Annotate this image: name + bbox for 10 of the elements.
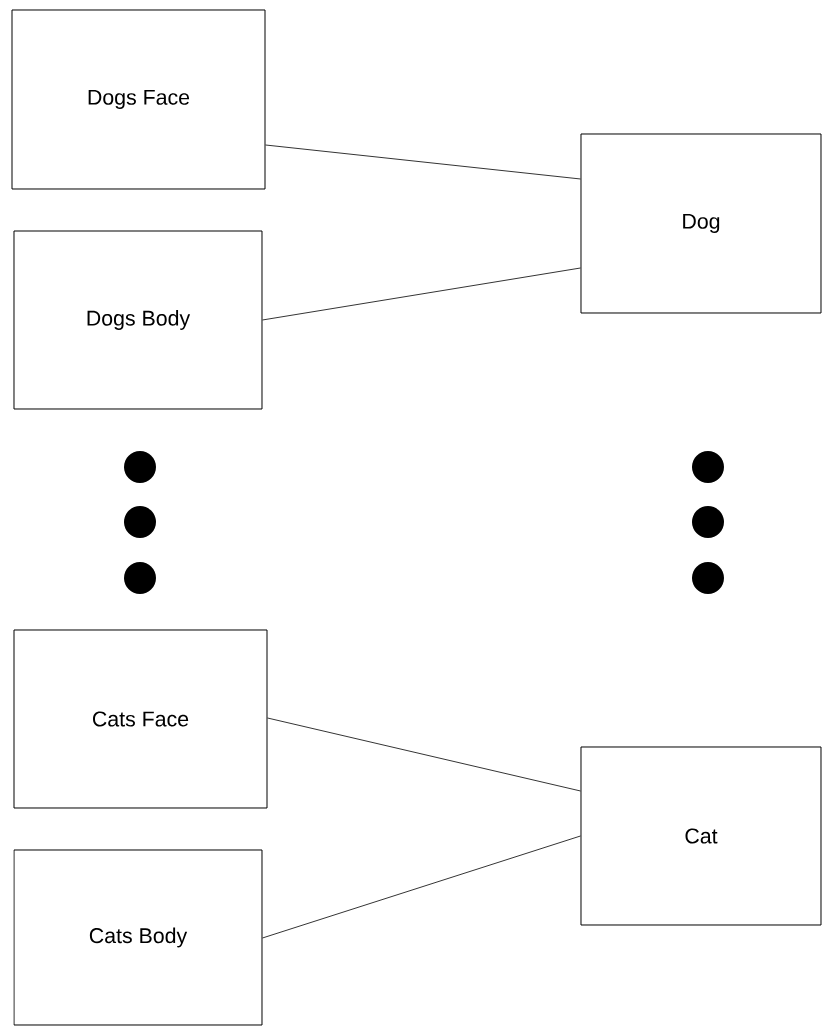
text-box: Dogs Face [11,9,266,190]
connector-line [265,144,581,180]
connector-line [267,717,581,792]
text-box: Cats Body [13,849,263,1026]
text-box: Dogs Body [13,230,263,410]
text-box: Cat [580,746,822,926]
connector-line [262,835,581,939]
text-box: Cats Face [13,629,268,809]
connector-line [262,267,581,321]
text-box: Dog [580,133,822,314]
